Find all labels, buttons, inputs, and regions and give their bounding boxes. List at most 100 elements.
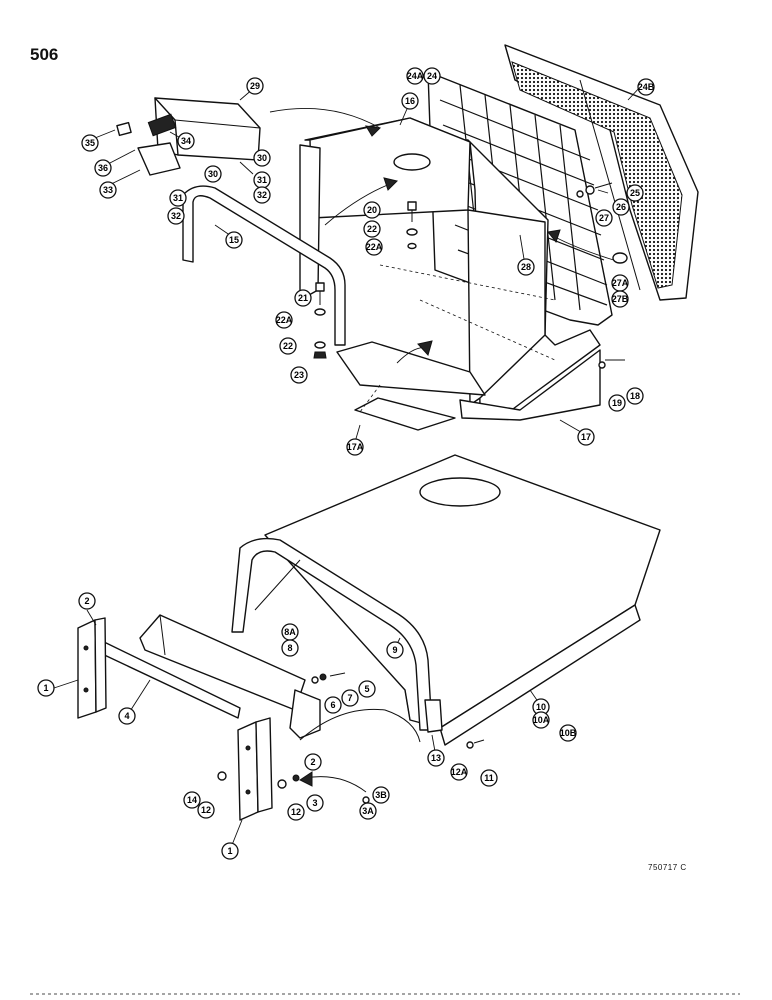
callout-12-b: 12 bbox=[287, 803, 305, 821]
callout-4: 4 bbox=[118, 707, 136, 725]
svg-text:7: 7 bbox=[347, 693, 352, 703]
svg-text:30: 30 bbox=[208, 169, 218, 179]
bracket-8 bbox=[139, 614, 321, 739]
svg-text:32: 32 bbox=[257, 190, 267, 200]
svg-text:10: 10 bbox=[536, 702, 546, 712]
svg-text:27A: 27A bbox=[612, 278, 629, 288]
callout-22a-a: 22A bbox=[365, 238, 383, 256]
svg-text:23: 23 bbox=[294, 370, 304, 380]
callout-31-b: 31 bbox=[169, 189, 187, 207]
hardware-right bbox=[576, 182, 628, 369]
callout-29: 29 bbox=[246, 77, 264, 95]
svg-text:8A: 8A bbox=[284, 627, 296, 637]
callout-30-b: 30 bbox=[204, 165, 222, 183]
callout-24a: 24A bbox=[406, 67, 424, 85]
svg-text:31: 31 bbox=[257, 175, 267, 185]
callout-21: 21 bbox=[294, 289, 312, 307]
svg-text:29: 29 bbox=[250, 81, 260, 91]
callout-24: 24 bbox=[423, 67, 441, 85]
callout-12-a: 12 bbox=[197, 801, 215, 819]
channel-13 bbox=[424, 699, 443, 733]
callout-5: 5 bbox=[358, 680, 376, 698]
svg-text:3A: 3A bbox=[362, 806, 374, 816]
plate-17a bbox=[336, 341, 486, 431]
callout-22a-b: 22A bbox=[275, 311, 293, 329]
svg-text:16: 16 bbox=[405, 96, 415, 106]
callout-24b: 24B bbox=[637, 78, 655, 96]
callout-27: 27 bbox=[595, 209, 613, 227]
callout-30-a: 30 bbox=[253, 149, 271, 167]
svg-text:22A: 22A bbox=[276, 315, 293, 325]
callout-33: 33 bbox=[99, 181, 117, 199]
svg-text:35: 35 bbox=[85, 138, 95, 148]
svg-text:36: 36 bbox=[98, 163, 108, 173]
svg-text:8: 8 bbox=[287, 643, 292, 653]
svg-text:17: 17 bbox=[581, 432, 591, 442]
callout-17: 17 bbox=[577, 428, 595, 446]
callout-36: 36 bbox=[94, 159, 112, 177]
callout-23: 23 bbox=[290, 366, 308, 384]
callout-9: 9 bbox=[386, 641, 404, 659]
svg-text:5: 5 bbox=[364, 684, 369, 694]
callout-15: 15 bbox=[225, 231, 243, 249]
svg-text:27: 27 bbox=[599, 213, 609, 223]
svg-text:24: 24 bbox=[427, 71, 437, 81]
callout-35: 35 bbox=[81, 134, 99, 152]
svg-text:18: 18 bbox=[630, 391, 640, 401]
callout-18: 18 bbox=[626, 387, 644, 405]
svg-text:20: 20 bbox=[367, 205, 377, 215]
svg-text:22: 22 bbox=[283, 341, 293, 351]
svg-text:1: 1 bbox=[227, 846, 232, 856]
svg-text:31: 31 bbox=[173, 193, 183, 203]
page-number: 506 bbox=[30, 45, 59, 64]
svg-text:19: 19 bbox=[612, 398, 622, 408]
svg-text:3: 3 bbox=[312, 798, 317, 808]
svg-text:10B: 10B bbox=[560, 728, 577, 738]
svg-text:26: 26 bbox=[616, 202, 626, 212]
hood-10 bbox=[264, 454, 661, 746]
callout-22-b: 22 bbox=[279, 337, 297, 355]
callout-25: 25 bbox=[626, 184, 644, 202]
svg-text:24B: 24B bbox=[638, 82, 655, 92]
callout-3a: 3A bbox=[359, 802, 377, 820]
callout-3: 3 bbox=[306, 794, 324, 812]
bolts-center bbox=[313, 201, 418, 359]
callout-1-a: 1 bbox=[37, 679, 55, 697]
svg-text:33: 33 bbox=[103, 185, 113, 195]
svg-text:6: 6 bbox=[330, 700, 335, 710]
direction-arrows bbox=[269, 107, 621, 364]
svg-text:11: 11 bbox=[484, 773, 494, 783]
svg-text:12: 12 bbox=[291, 807, 301, 817]
svg-text:17A: 17A bbox=[347, 442, 364, 452]
callout-17a: 17A bbox=[346, 438, 364, 456]
svg-text:22A: 22A bbox=[366, 242, 383, 252]
callout-20: 20 bbox=[363, 201, 381, 219]
callout-10a: 10A bbox=[532, 711, 550, 729]
svg-text:24A: 24A bbox=[407, 71, 424, 81]
callout-32-b: 32 bbox=[167, 207, 185, 225]
svg-text:30: 30 bbox=[257, 153, 267, 163]
callout-8a: 8A bbox=[281, 623, 299, 641]
callout-7: 7 bbox=[341, 689, 359, 707]
callout-12a: 12A bbox=[450, 763, 468, 781]
callouts: 24A 24 24B 29 16 35 34 30 36 30 31 33 32… bbox=[37, 67, 655, 860]
callout-3b: 3B bbox=[372, 786, 390, 804]
callout-19: 19 bbox=[608, 394, 626, 412]
svg-text:14: 14 bbox=[187, 795, 197, 805]
svg-text:21: 21 bbox=[298, 293, 308, 303]
svg-text:4: 4 bbox=[124, 711, 129, 721]
svg-text:15: 15 bbox=[229, 235, 239, 245]
svg-text:9: 9 bbox=[392, 645, 397, 655]
callout-2-b: 2 bbox=[304, 753, 322, 771]
callout-27b: 27B bbox=[611, 290, 629, 308]
callout-2-a: 2 bbox=[78, 592, 96, 610]
callout-32-a: 32 bbox=[253, 186, 271, 204]
svg-text:12: 12 bbox=[201, 805, 211, 815]
svg-text:25: 25 bbox=[630, 188, 640, 198]
callout-27a: 27A bbox=[611, 274, 629, 292]
arch-9 bbox=[231, 537, 433, 731]
callout-10b: 10B bbox=[559, 724, 577, 742]
callout-13: 13 bbox=[427, 749, 445, 767]
svg-text:32: 32 bbox=[171, 211, 181, 221]
